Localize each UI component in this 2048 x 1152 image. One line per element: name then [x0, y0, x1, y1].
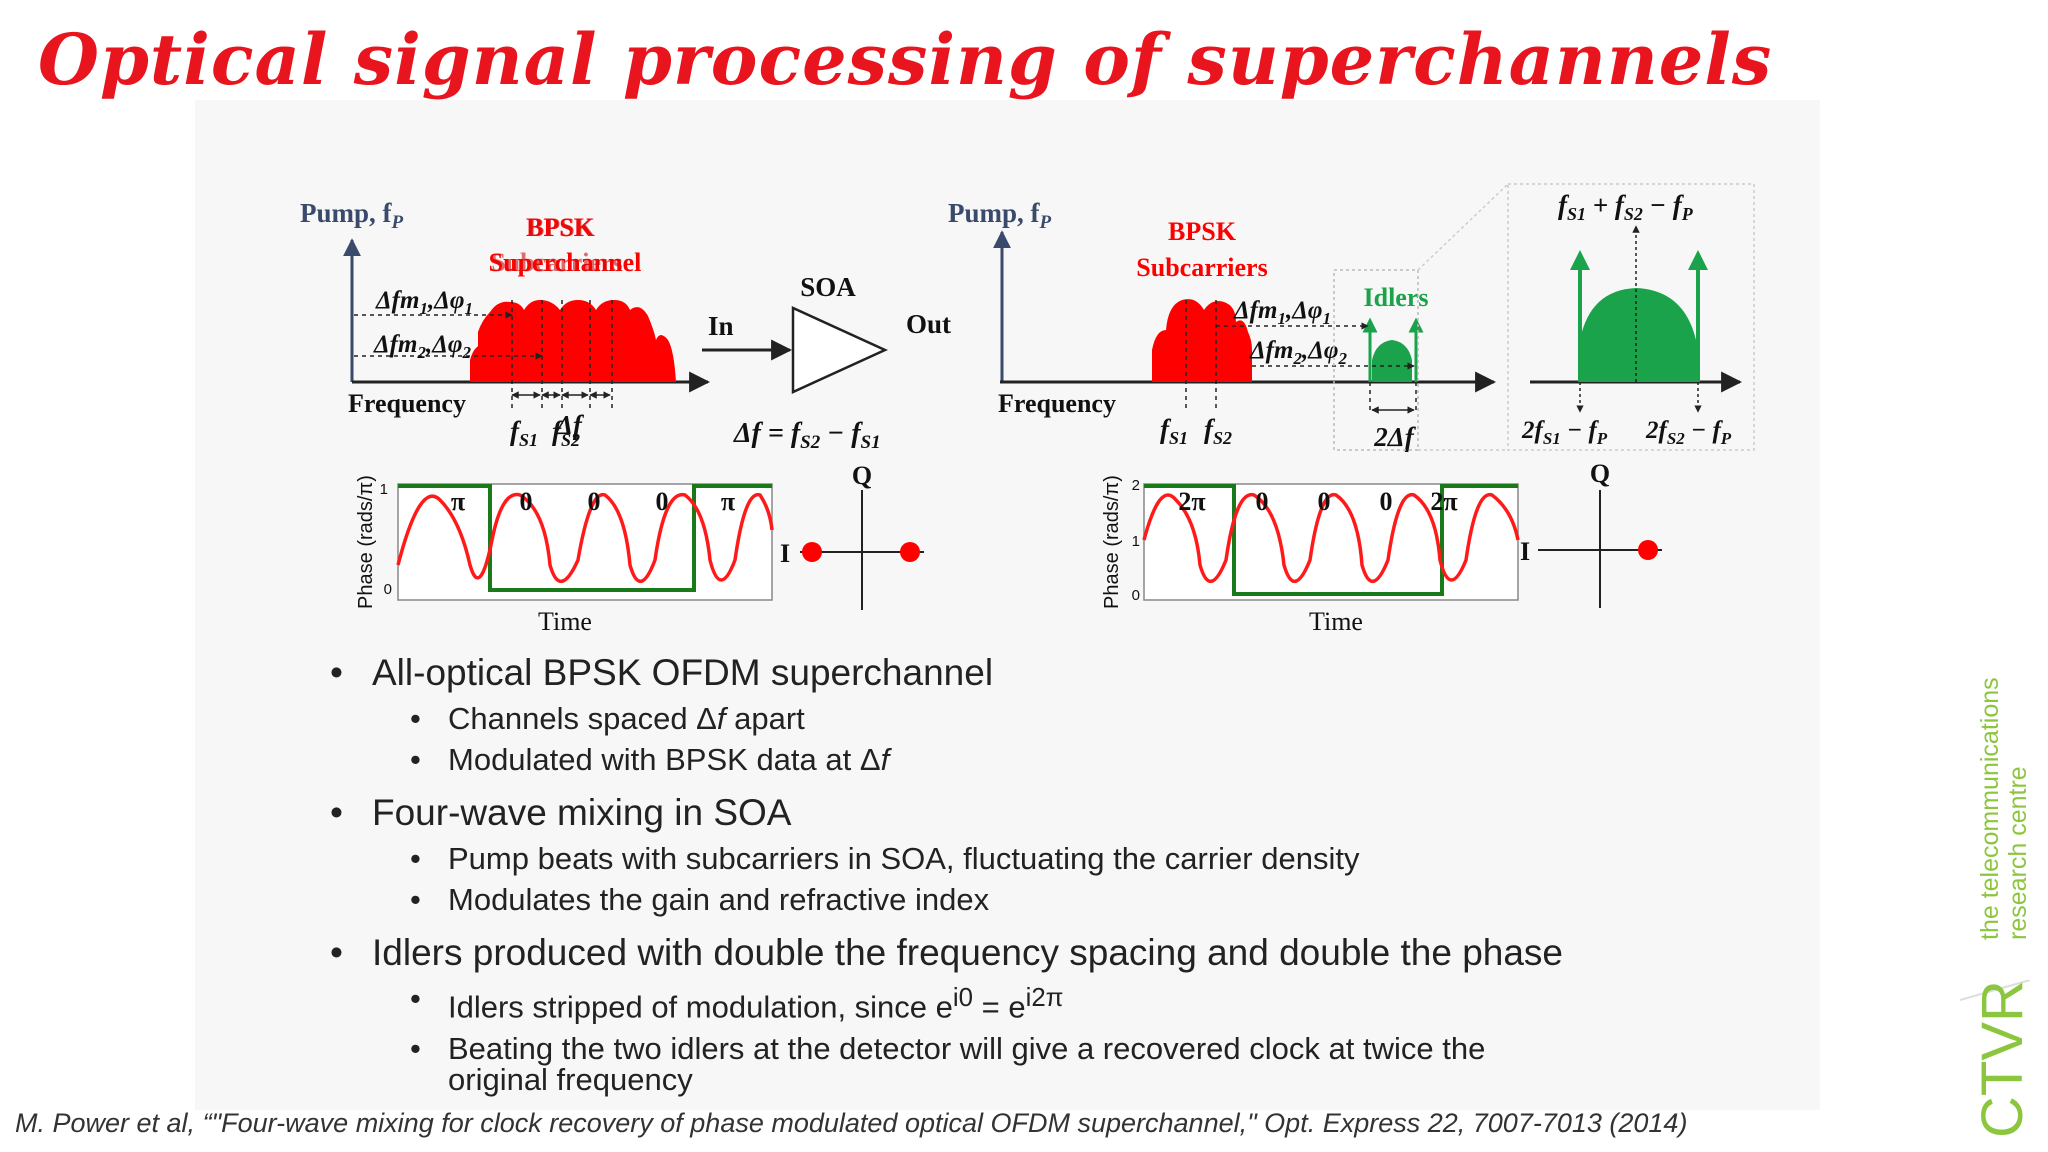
right-phase-plot: Phase (rads/π) 2 1 0 Time 2π 0 0 0 2π	[1101, 475, 1520, 636]
ctvr-logo-tagline: the telecommunications research centre	[1976, 677, 2032, 940]
sub-bullet-item: Channels spaced Δf apart	[330, 698, 1563, 739]
right-phase-ylabel: Phase (rads/π)	[1101, 475, 1123, 609]
right-phase-ytick-bottom: 0	[1132, 587, 1140, 604]
sub-bullet-item: Modulated with BPSK data at Δf	[330, 739, 1563, 780]
page-title: Optical signal processing of superchanne…	[38, 18, 1773, 101]
right-sine-waveform	[1142, 493, 1520, 583]
sub-bullet-item: Beating the two idlers at the detector w…	[330, 1033, 1563, 1095]
soa-label: SOA	[800, 272, 856, 302]
soa-block: SOA In Out Δf = fS2 − fS1	[702, 272, 951, 453]
left-iq-q-label: Q	[852, 461, 872, 490]
left-bpsk-title: BPSK	[526, 213, 595, 242]
right-phase-waveform	[1144, 484, 1518, 596]
zoom-idler-lobe	[1580, 288, 1696, 382]
idler-zoom-box	[1333, 269, 1419, 451]
right-phase-label-1: 2π	[1178, 487, 1205, 516]
left-superchannel-label: Superchannel	[489, 248, 642, 277]
bullet-item: All-optical BPSK OFDM superchannel	[330, 652, 1563, 694]
right-subcarriers-label: Subcarriers	[1136, 253, 1267, 282]
left-bpsk-subcarriers	[470, 300, 676, 382]
right-pump-label: Pump, fP	[948, 198, 1052, 233]
zoom-bottom-right-label: 2fS2 − fP	[1645, 417, 1732, 448]
right-iq-constellation: Q I	[1520, 459, 1662, 608]
left-dfm2-label: Δfm2,Δφ2	[373, 331, 472, 362]
right-spectrum: Pump, fP BPSK Subcarriers Idlers Δfm1,Δφ…	[948, 183, 1509, 452]
right-phase-ytick-mid: 1	[1132, 533, 1140, 550]
right-dfm2-label: Δfm2,Δφ2	[1249, 337, 1348, 368]
soa-amplifier-symbol	[791, 306, 889, 394]
left-fs1-label: fS1	[510, 416, 538, 450]
right-fs2-label: fS2	[1204, 414, 1232, 448]
right-bpsk-subcarriers	[1152, 299, 1252, 382]
right-phase-ytick-top: 2	[1132, 477, 1140, 494]
left-phase-label-2: 0	[520, 487, 533, 516]
zoom-inset: fS1 + fS2 − fP 2fS1 − fP 2fS2 − fP	[1507, 183, 1755, 451]
right-bpsk-label: BPSK	[1168, 217, 1237, 246]
right-idler	[1362, 317, 1424, 382]
left-phase-label-5: π	[721, 487, 735, 516]
zoom-bottom-left-label: 2fS1 − fP	[1521, 417, 1608, 448]
left-frequency-label: Frequency	[348, 389, 466, 418]
right-iq-q-label: Q	[1590, 459, 1610, 488]
bullet-group-2: Four-wave mixing in SOA Pump beats with …	[330, 792, 1563, 920]
left-iq-point-negative	[802, 542, 822, 562]
left-delta-f-label: Δf	[555, 410, 585, 440]
left-phase-waveform	[398, 484, 772, 592]
left-iq-constellation: Q I	[780, 461, 924, 610]
bullet-list: All-optical BPSK OFDM superchannel Chann…	[330, 652, 1563, 1107]
right-iq-i-label: I	[1520, 537, 1530, 566]
bullet-group-1: All-optical BPSK OFDM superchannel Chann…	[330, 652, 1563, 780]
left-dfm1-label: Δfm1,Δφ1	[375, 287, 473, 318]
right-frequency-label: Frequency	[998, 389, 1116, 418]
left-phase-label-4: 0	[656, 487, 669, 516]
left-iq-point-positive	[900, 542, 920, 562]
logo-tagline-line2: research centre	[2004, 766, 2032, 940]
left-phase-label-1: π	[451, 487, 465, 516]
left-pump-label: Pump, fP	[300, 198, 404, 233]
logo-brand: CTVR	[1970, 980, 2035, 1138]
left-phase-label-3: 0	[588, 487, 601, 516]
right-phase-label-5: 2π	[1430, 487, 1457, 516]
left-subcarriers-label: Subcarriers	[491, 248, 622, 277]
left-phase-ylabel: Phase (rads/π)	[355, 475, 377, 609]
bullet-item: Idlers produced with double the frequenc…	[330, 932, 1563, 974]
left-phase-plot: Phase (rads/π) 1 0 Time π 0 0 0 π	[355, 475, 774, 636]
citation: M. Power et al, “"Four-wave mixing for c…	[15, 1108, 1688, 1138]
right-two-delta-f-label: 2Δf	[1373, 422, 1416, 452]
right-phase-label-3: 0	[1318, 487, 1331, 516]
bullet-item: Four-wave mixing in SOA	[330, 792, 1563, 834]
left-phase-ytick-top: 1	[380, 481, 388, 498]
right-phase-xlabel: Time	[1309, 607, 1363, 636]
left-sine-waveform	[396, 492, 774, 583]
right-dfm1-label: Δfm1,Δφ1	[1233, 297, 1331, 328]
soa-in-label: In	[708, 311, 734, 341]
soa-out-label: Out	[906, 309, 951, 339]
right-iq-point	[1638, 540, 1658, 560]
sub-bullet-item: Pump beats with subcarriers in SOA, fluc…	[330, 838, 1563, 879]
ctvr-logo: CTVR	[1960, 980, 2035, 1138]
sub-bullet-item: Idlers stripped of modulation, since ei0…	[330, 978, 1563, 1027]
left-spectrum: Pump, fP BPSK BPSK Superchannel Subcarri…	[300, 198, 711, 450]
right-phase-label-2: 0	[1256, 487, 1269, 516]
right-phase-label-4: 0	[1380, 487, 1393, 516]
right-fs1-label: fS1	[1160, 414, 1188, 448]
sub-bullet-item: Modulates the gain and refractive index	[330, 879, 1563, 920]
bullet-group-3: Idlers produced with double the frequenc…	[330, 932, 1563, 1095]
left-iq-i-label: I	[780, 539, 790, 568]
logo-tagline-line1: the telecommunications	[1976, 677, 2004, 940]
left-phase-xlabel: Time	[538, 607, 592, 636]
soa-equation: Δf = fS2 − fS1	[733, 418, 881, 453]
left-phase-ytick-bottom: 0	[384, 581, 392, 598]
left-bpsk-title-overlap: BPSK	[527, 213, 596, 242]
